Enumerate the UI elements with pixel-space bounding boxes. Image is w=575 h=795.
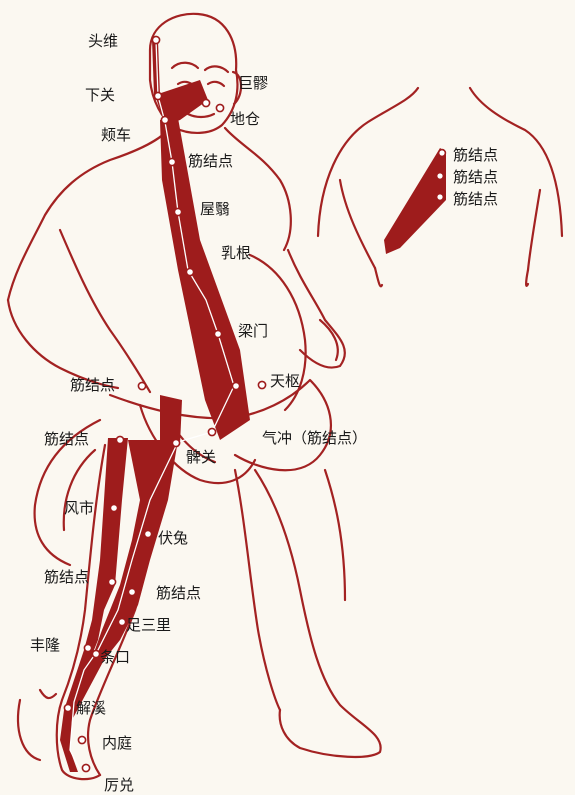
label-jinjiedian-knee-left: 筋结点 <box>44 568 89 586</box>
label-jiache: 颊车 <box>101 126 131 144</box>
label-zusanli: 足三里 <box>126 616 171 634</box>
back-meridian-band <box>384 148 446 254</box>
label-fenglong: 丰隆 <box>30 636 60 654</box>
label-neiting: 内庭 <box>102 734 132 752</box>
label-xiaguan: 下关 <box>85 86 115 104</box>
label-juliao: 巨髎 <box>238 74 268 92</box>
label-biguan: 髀关 <box>186 448 216 466</box>
meridian-band <box>60 40 250 772</box>
label-tianshu: 天枢 <box>270 372 300 390</box>
figure-outline <box>8 14 381 779</box>
label-back-jinjiedian-3: 筋结点 <box>453 190 498 208</box>
label-wuyi: 屋翳 <box>200 200 230 218</box>
label-fengshi: 风市 <box>64 499 94 517</box>
label-back-jinjiedian-2: 筋结点 <box>453 168 498 186</box>
label-back-jinjiedian-1: 筋结点 <box>453 146 498 164</box>
label-jinjiedian-hip-lower: 筋结点 <box>44 430 89 448</box>
label-liangmen: 梁门 <box>238 322 268 340</box>
label-futu: 伏兔 <box>158 529 188 547</box>
label-qichong: 气冲（筋结点） <box>262 429 367 447</box>
label-jinjiedian-hip-upper: 筋结点 <box>70 376 115 394</box>
label-jiexi: 解溪 <box>76 699 106 717</box>
label-tiaokou: 条口 <box>100 648 130 666</box>
label-jinjiedian-neck: 筋结点 <box>188 152 233 170</box>
label-rugen: 乳根 <box>221 244 251 262</box>
label-jinjiedian-knee-right: 筋结点 <box>156 584 201 602</box>
label-lidui: 厉兑 <box>104 776 134 794</box>
label-touwei: 头维 <box>88 32 118 50</box>
label-dicang: 地仓 <box>230 110 260 128</box>
